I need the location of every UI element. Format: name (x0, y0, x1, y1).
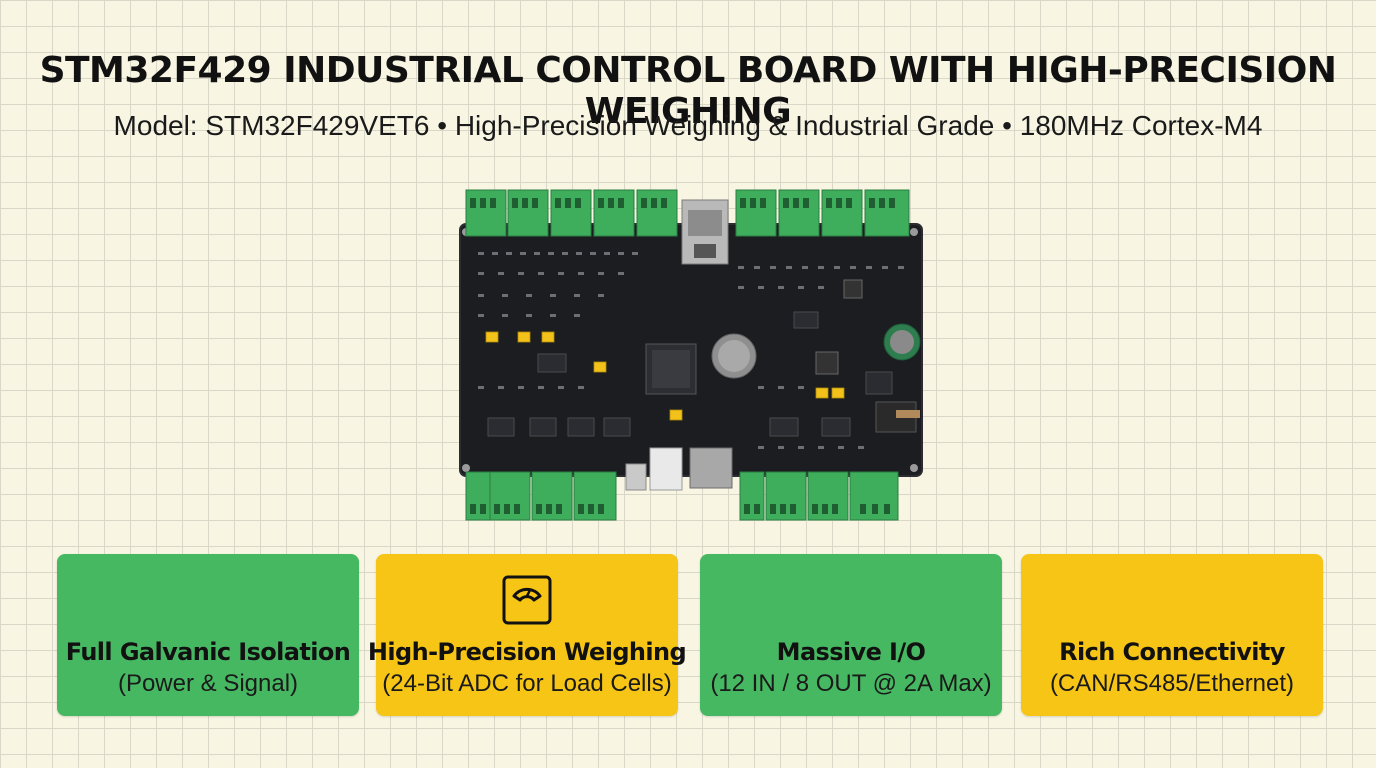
feature-subtitle: (24-Bit ADC for Load Cells) (382, 670, 672, 697)
feature-card-massive-io: Massive I/O (12 IN / 8 OUT @ 2A Max) (700, 554, 1002, 716)
feature-card-galvanic-isolation: Full Galvanic Isolation (Power & Signal) (57, 554, 359, 716)
feature-subtitle: (12 IN / 8 OUT @ 2A Max) (710, 670, 992, 697)
feature-title: Massive I/O (776, 638, 926, 666)
feature-title: Rich Connectivity (1059, 638, 1285, 666)
feature-subtitle: (CAN/RS485/Ethernet) (1049, 670, 1295, 697)
page-title: STM32F429 INDUSTRIAL CONTROL BOARD WITH … (39, 50, 1337, 132)
feature-title: High-Precision Weighing (367, 638, 687, 666)
pcb-board-image (458, 186, 928, 532)
page-subtitle: Model: STM32F429VET6 • High-Precision We… (113, 110, 1263, 141)
feature-title: Full Galvanic Isolation (65, 638, 351, 666)
feature-card-weighing: High-Precision Weighing (24-Bit ADC for … (368, 554, 687, 716)
feature-subtitle: (Power & Signal) (117, 670, 299, 697)
feature-card-connectivity: Rich Connectivity (CAN/RS485/Ethernet) (1021, 554, 1323, 716)
scale-icon (502, 575, 552, 625)
